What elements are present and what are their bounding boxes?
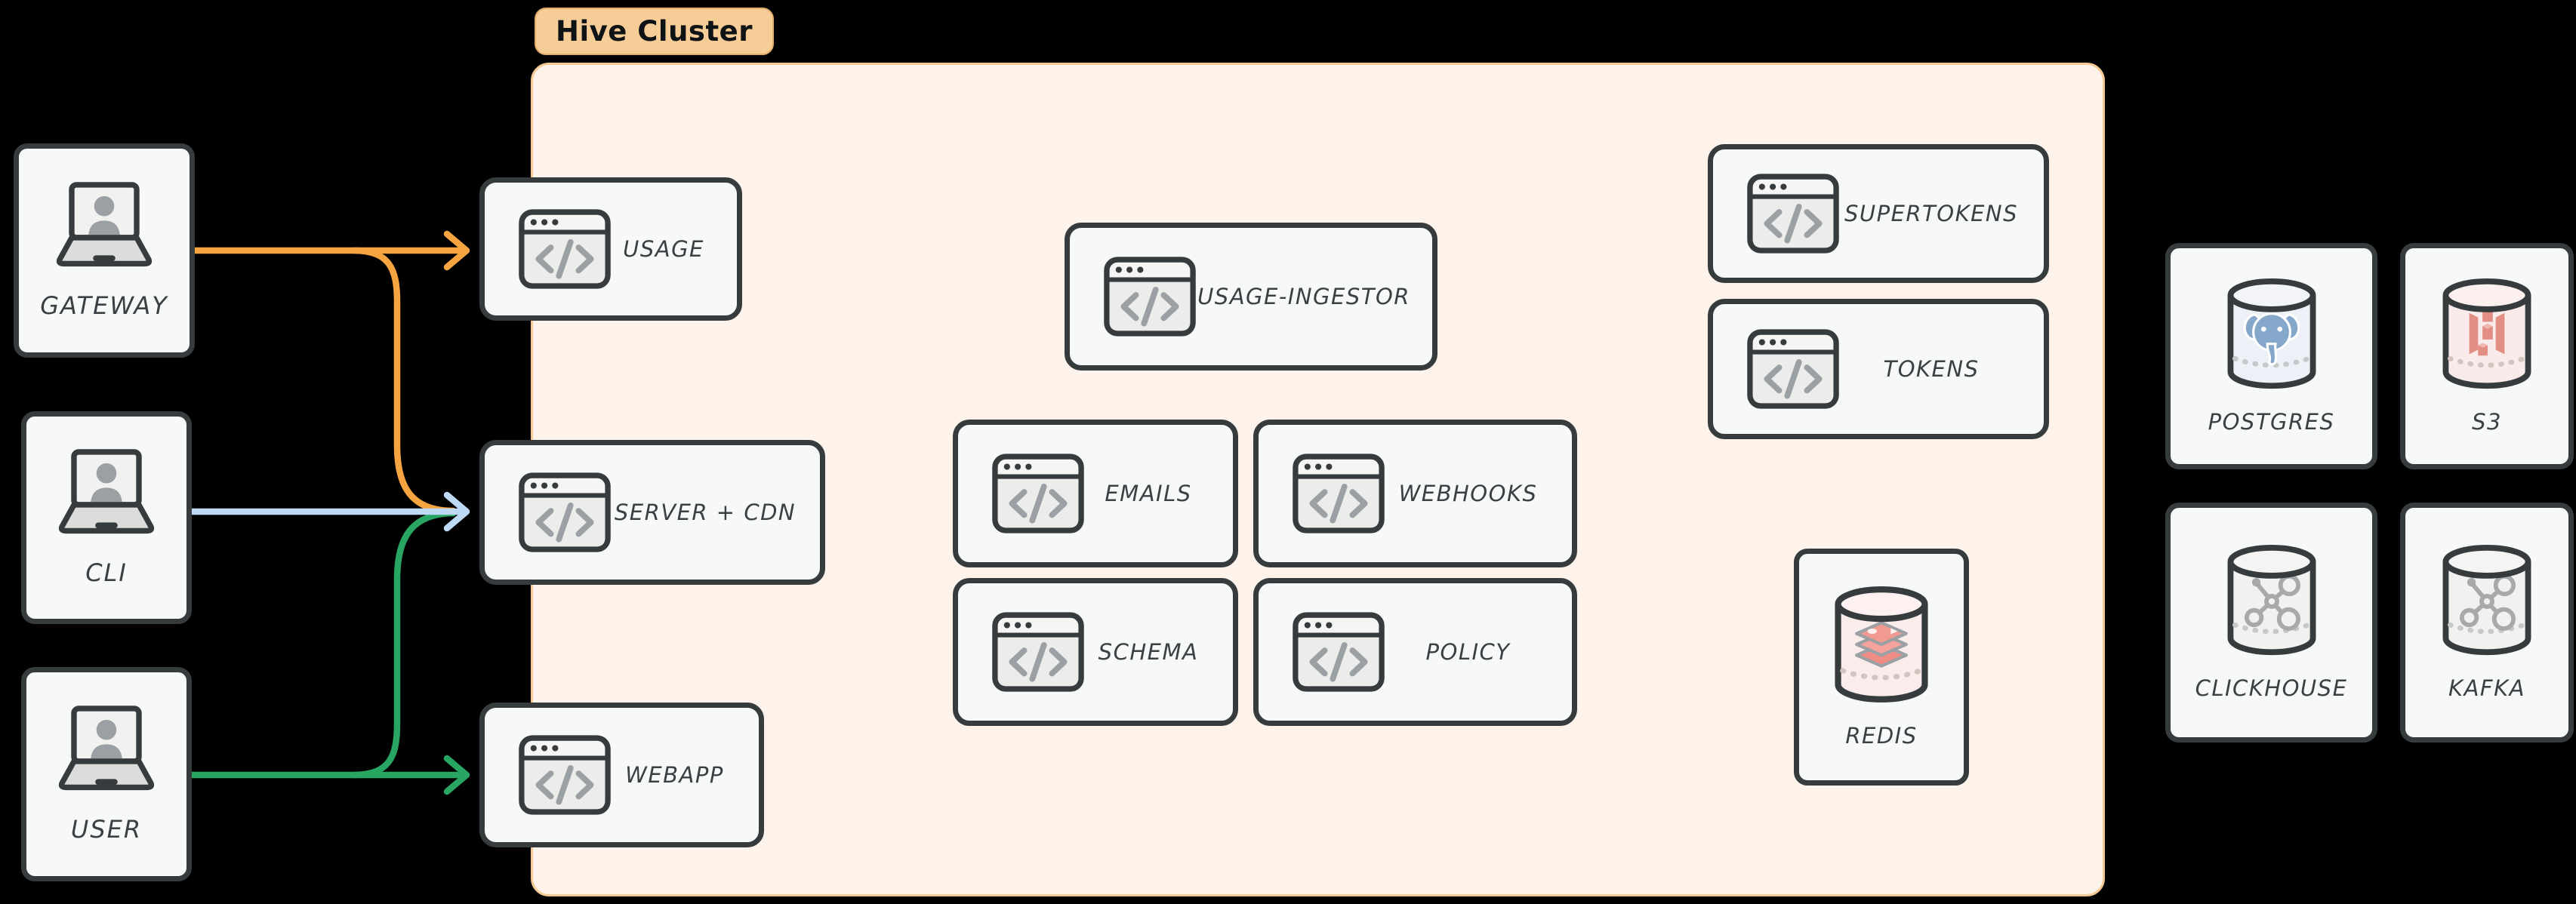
service-policy-label: POLICY — [1425, 639, 1511, 665]
service-emails: EMAILS — [953, 420, 1238, 567]
service-webapp-label: WEBAPP — [625, 762, 724, 788]
datastore-clickhouse-label: CLICKHOUSE — [2195, 675, 2348, 701]
edge-user-to-server-cdn — [351, 509, 457, 779]
service-policy: POLICY — [1253, 578, 1577, 726]
code-window-icon — [991, 612, 1085, 692]
service-usage-ingestor: USAGE-INGESTOR — [1065, 223, 1437, 371]
code-window-icon — [518, 209, 612, 289]
datastore-kafka-label: KAFKA — [2448, 675, 2525, 701]
client-cli-label: CLI — [85, 558, 128, 587]
datastore-kafka: KAFKA — [2400, 503, 2574, 743]
datastore-redis-label: REDIS — [1845, 723, 1918, 749]
edge-cli-to-server-cdn-arrowhead — [443, 491, 470, 532]
datastore-postgres: POSTGRES — [2165, 243, 2377, 469]
code-window-icon — [991, 454, 1085, 533]
redis-cylinder-icon — [1832, 586, 1931, 706]
service-supertokens: SUPERTOKENS — [1708, 144, 2049, 283]
laptop-user-icon — [47, 705, 166, 794]
edge-user-to-webapp-arrowhead — [443, 755, 470, 795]
service-usage: USAGE — [479, 177, 742, 321]
client-cli: CLI — [21, 411, 192, 624]
service-server-cdn-label: SERVER + CDN — [614, 500, 797, 525]
clickhouse-cylinder-icon — [2224, 544, 2319, 659]
service-webhooks-label: WEBHOOKS — [1398, 481, 1538, 506]
postgres-cylinder-icon — [2224, 278, 2319, 392]
code-window-icon — [518, 735, 612, 815]
code-window-icon — [1103, 257, 1197, 337]
datastore-redis: REDIS — [1794, 549, 1969, 786]
code-window-icon — [518, 472, 612, 552]
datastore-postgres-label: POSTGRES — [2208, 409, 2335, 435]
code-window-icon — [1292, 454, 1385, 533]
laptop-user-icon — [47, 448, 166, 537]
service-tokens: TOKENS — [1708, 299, 2049, 439]
service-supertokens-label: SUPERTOKENS — [1844, 201, 2019, 226]
service-emails-label: EMAILS — [1105, 481, 1192, 506]
datastore-clickhouse: CLICKHOUSE — [2165, 503, 2377, 743]
client-gateway-label: GATEWAY — [40, 291, 168, 320]
edge-gateway-to-usage-arrowhead — [443, 230, 470, 271]
service-webapp: WEBAPP — [479, 703, 764, 847]
datastore-s3: S3 — [2400, 243, 2574, 469]
client-user: USER — [21, 667, 192, 881]
service-webhooks: WEBHOOKS — [1253, 420, 1577, 567]
code-window-icon — [1746, 329, 1840, 409]
edge-gateway-to-server-cdn — [351, 247, 457, 515]
s3-cylinder-icon — [2439, 278, 2534, 392]
service-schema: SCHEMA — [953, 578, 1238, 726]
laptop-user-icon — [45, 181, 164, 270]
client-gateway: GATEWAY — [14, 143, 195, 358]
service-usage-label: USAGE — [623, 236, 704, 262]
service-tokens-label: TOKENS — [1883, 356, 1980, 382]
hive-cluster-badge: Hive Cluster — [535, 8, 774, 55]
code-window-icon — [1746, 174, 1840, 254]
client-user-label: USER — [70, 815, 143, 844]
code-window-icon — [1292, 612, 1385, 692]
datastore-s3-label: S3 — [2472, 409, 2502, 435]
service-schema-label: SCHEMA — [1098, 639, 1199, 665]
service-usage-ingestor-label: USAGE-INGESTOR — [1197, 284, 1410, 309]
kafka-cylinder-icon — [2439, 544, 2534, 659]
service-server-cdn: SERVER + CDN — [479, 440, 825, 585]
